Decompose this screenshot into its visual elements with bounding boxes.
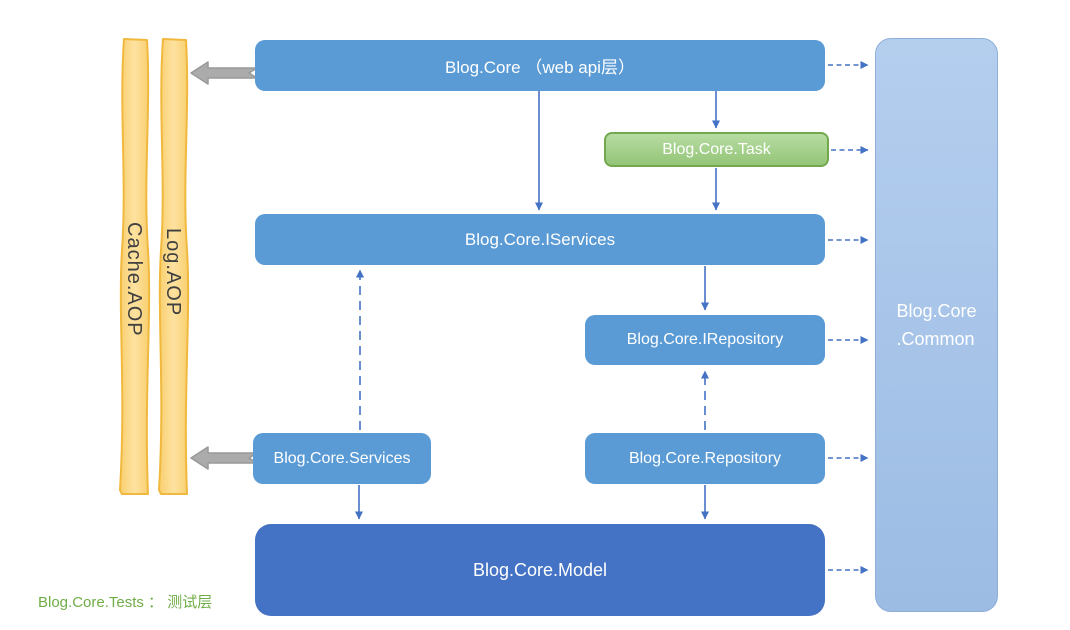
box-blog-core-model: Blog.Core.Model bbox=[255, 524, 825, 616]
box-blog-core-iservices-label: Blog.Core.IServices bbox=[464, 229, 616, 249]
cache-aop-ribbon bbox=[119, 38, 151, 495]
box-blog-core-common-label: Blog.Core .Common bbox=[896, 297, 976, 353]
box-blog-core-webapi: Blog.Core （web api层） bbox=[255, 40, 825, 91]
aop-gray-arrow-bottom bbox=[190, 446, 258, 470]
box-blog-core-webapi-label: Blog.Core （web api层） bbox=[445, 58, 635, 77]
box-blog-core-irepository-label: Blog.Core.IRepository bbox=[626, 331, 784, 348]
box-blog-core-iservices: Blog.Core.IServices bbox=[255, 214, 825, 265]
box-blog-core-common: Blog.Core .Common bbox=[875, 38, 998, 612]
log-aop-ribbon bbox=[158, 38, 190, 495]
box-blog-core-irepository: Blog.Core.IRepository bbox=[585, 315, 825, 365]
legend-line-tests: Blog.Core.Tests ： 测试层 bbox=[38, 594, 213, 611]
box-blog-core-services-label: Blog.Core.Services bbox=[273, 449, 411, 467]
box-blog-core-model-label: Blog.Core.Model bbox=[472, 559, 608, 580]
aop-gray-arrow-top bbox=[190, 61, 258, 85]
box-blog-core-repository-label: Blog.Core.Repository bbox=[628, 449, 782, 467]
legend: Blog.Core.Tests ： 测试层 Blog.Core.Frame： 模… bbox=[38, 548, 216, 630]
box-blog-core-task-label: Blog.Core.Task bbox=[662, 140, 771, 158]
log-aop-label: Log.AOP bbox=[162, 228, 184, 317]
box-blog-core-services: Blog.Core.Services bbox=[253, 433, 431, 484]
common-label-line2: .Common bbox=[896, 329, 975, 349]
common-label-line1: Blog.Core bbox=[896, 301, 977, 321]
box-blog-core-task: Blog.Core.Task bbox=[604, 132, 829, 167]
box-blog-core-repository: Blog.Core.Repository bbox=[585, 433, 825, 484]
cache-aop-label: Cache.AOP bbox=[123, 222, 145, 337]
